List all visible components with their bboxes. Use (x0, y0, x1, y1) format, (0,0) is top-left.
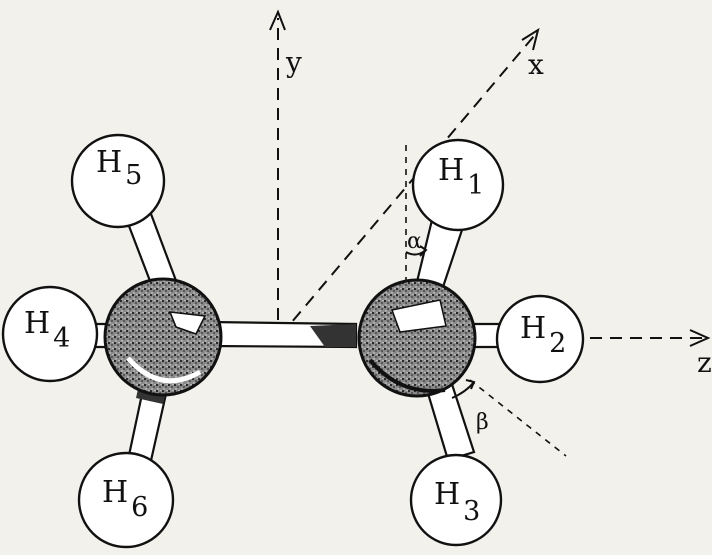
atom-h2-symbol: H (520, 311, 546, 346)
beta-arc-arrow (465, 379, 476, 390)
atom-h4-symbol: H (24, 306, 50, 341)
carbon-left-inner-bond (168, 311, 207, 335)
atom-h6-index: 6 (131, 492, 148, 523)
atom-h5-circle (70, 133, 166, 229)
atom-h3-symbol: H (434, 477, 460, 512)
beta-label: β (476, 410, 489, 435)
y-axis-label: y (285, 46, 302, 79)
x-axis-line (279, 35, 535, 337)
z-axis-arrowhead (689, 329, 711, 347)
carbon-left-highlight (126, 356, 202, 384)
beta-reference-line (469, 379, 567, 457)
atom-h6-symbol: H (102, 475, 128, 510)
carbon-right (357, 278, 477, 398)
atom-h2-circle (495, 294, 585, 384)
atom-h4-index: 4 (53, 323, 70, 354)
hydrogen-atoms (1, 133, 585, 549)
carbon-right-highlight (390, 299, 447, 333)
carbon-atoms (103, 277, 477, 398)
y-axis-arrowhead (269, 9, 286, 31)
atom-h1-circle (411, 138, 505, 232)
atom-h6-circle (77, 451, 175, 549)
x-axis-arrowhead (521, 27, 540, 51)
beta-arc (451, 381, 475, 399)
x-axis-label: x (528, 48, 544, 81)
atom-h4-circle (1, 285, 99, 383)
atom-h5-index: 5 (125, 160, 142, 191)
atom-h2-index: 2 (549, 328, 566, 359)
atom-h3-circle (409, 453, 503, 547)
alpha-arc-arrow (419, 245, 428, 257)
atom-h3-index: 3 (463, 496, 480, 527)
angle-arcs (405, 245, 476, 399)
axes (269, 9, 711, 457)
alpha-label: α (407, 229, 422, 254)
z-axis-label: z (697, 346, 712, 379)
atom-h5-symbol: H (96, 145, 122, 180)
carbon-right-shadow (368, 358, 446, 393)
atom-h1-symbol: H (438, 153, 464, 188)
atom-h1-index: 1 (467, 170, 484, 201)
cc-bond-shadow (310, 324, 356, 347)
